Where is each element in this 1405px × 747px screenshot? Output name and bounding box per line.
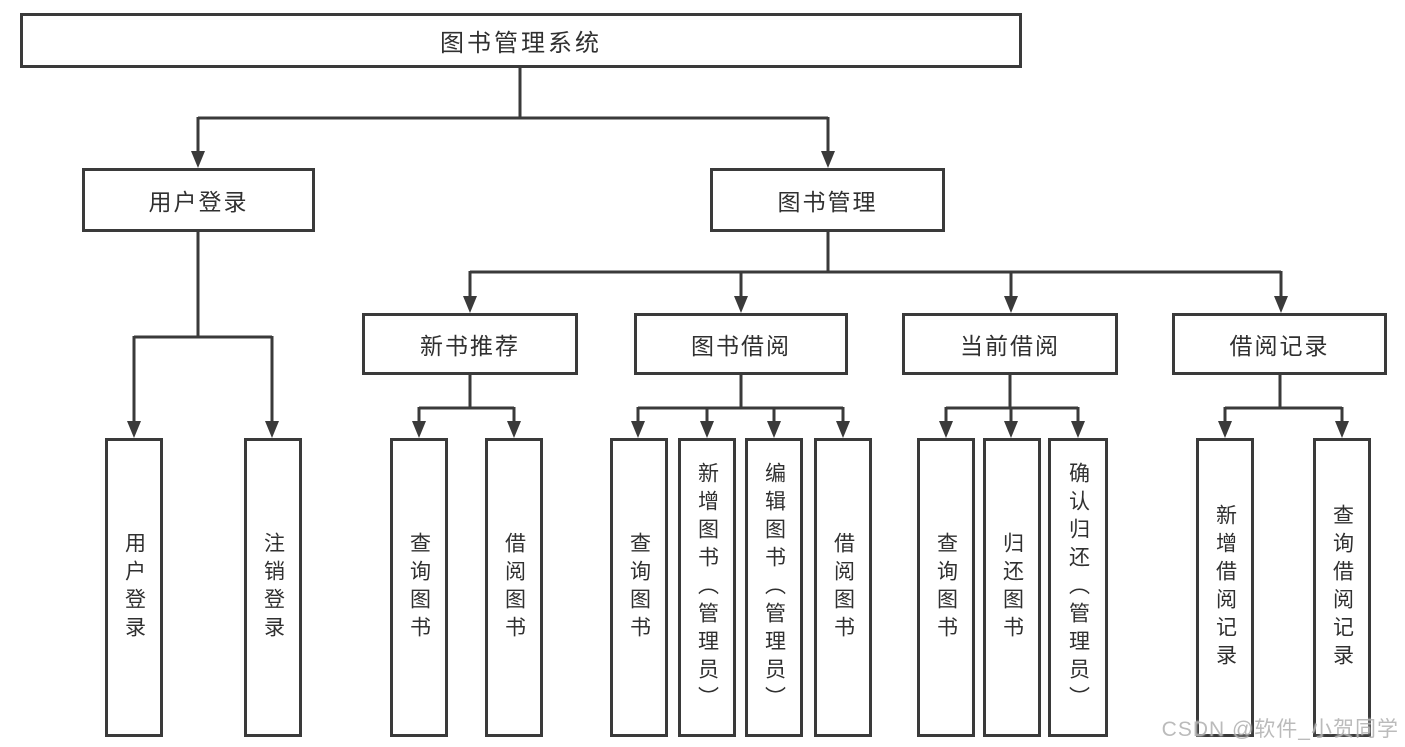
leaf-label: 查询图书: [627, 531, 651, 644]
node-label: 新书推荐: [420, 333, 520, 359]
leaf-logout-login: 注销登录: [244, 438, 302, 737]
leaf-cb-query-books: 查询图书: [917, 438, 975, 737]
node-label: 图书管理: [777, 189, 878, 215]
leaf-nbr-query-books: 查询图书: [390, 438, 448, 737]
connector-wire-path: [132, 68, 1344, 423]
leaf-nbr-borrow-books: 借阅图书: [485, 438, 543, 737]
leaf-cb-return-books: 归还图书: [983, 438, 1041, 737]
node-label: 用户登录: [148, 189, 249, 215]
leaf-label: 新增图书（管理员）: [695, 461, 719, 714]
node-label: 当前借阅: [960, 333, 1060, 359]
leaf-label: 查询图书: [407, 531, 431, 644]
node-label: 图书管理系统: [440, 30, 602, 57]
leaf-label: 新增借阅记录: [1213, 503, 1237, 672]
leaf-bb-query-books: 查询图书: [610, 438, 668, 737]
leaf-br-query-record: 查询借阅记录: [1313, 438, 1371, 737]
leaf-label: 编辑图书（管理员）: [762, 461, 786, 714]
leaf-bb-edit-books-admin: 编辑图书（管理员）: [745, 438, 803, 737]
leaf-label: 借阅图书: [502, 531, 526, 644]
leaf-label: 注销登录: [261, 531, 285, 644]
node-book-management: 图书管理: [710, 168, 945, 232]
csdn-watermark: CSDN @软件_小贺同学: [1161, 718, 1399, 741]
leaf-label: 确认归还（管理员）: [1066, 461, 1090, 714]
leaf-label: 用户登录: [122, 531, 146, 644]
leaf-label: 借阅图书: [831, 531, 855, 644]
leaf-bb-borrow-books: 借阅图书: [814, 438, 872, 737]
leaf-cb-confirm-return-admin: 确认归还（管理员）: [1048, 438, 1108, 737]
node-user-login: 用户登录: [82, 168, 315, 232]
leaf-label: 查询借阅记录: [1330, 503, 1354, 672]
leaf-label: 归还图书: [1000, 531, 1024, 644]
leaf-user-login: 用户登录: [105, 438, 163, 737]
leaf-label: 查询图书: [934, 531, 958, 644]
node-borrowing-records: 借阅记录: [1172, 313, 1387, 375]
node-current-borrowing: 当前借阅: [902, 313, 1118, 375]
node-new-book-recommend: 新书推荐: [362, 313, 578, 375]
node-library-management-system: 图书管理系统: [20, 13, 1022, 68]
leaf-br-add-record: 新增借阅记录: [1196, 438, 1254, 737]
node-label: 借阅记录: [1229, 333, 1330, 359]
leaf-bb-add-books-admin: 新增图书（管理员）: [678, 438, 736, 737]
node-book-borrowing: 图书借阅: [634, 313, 848, 375]
node-label: 图书借阅: [691, 333, 791, 359]
